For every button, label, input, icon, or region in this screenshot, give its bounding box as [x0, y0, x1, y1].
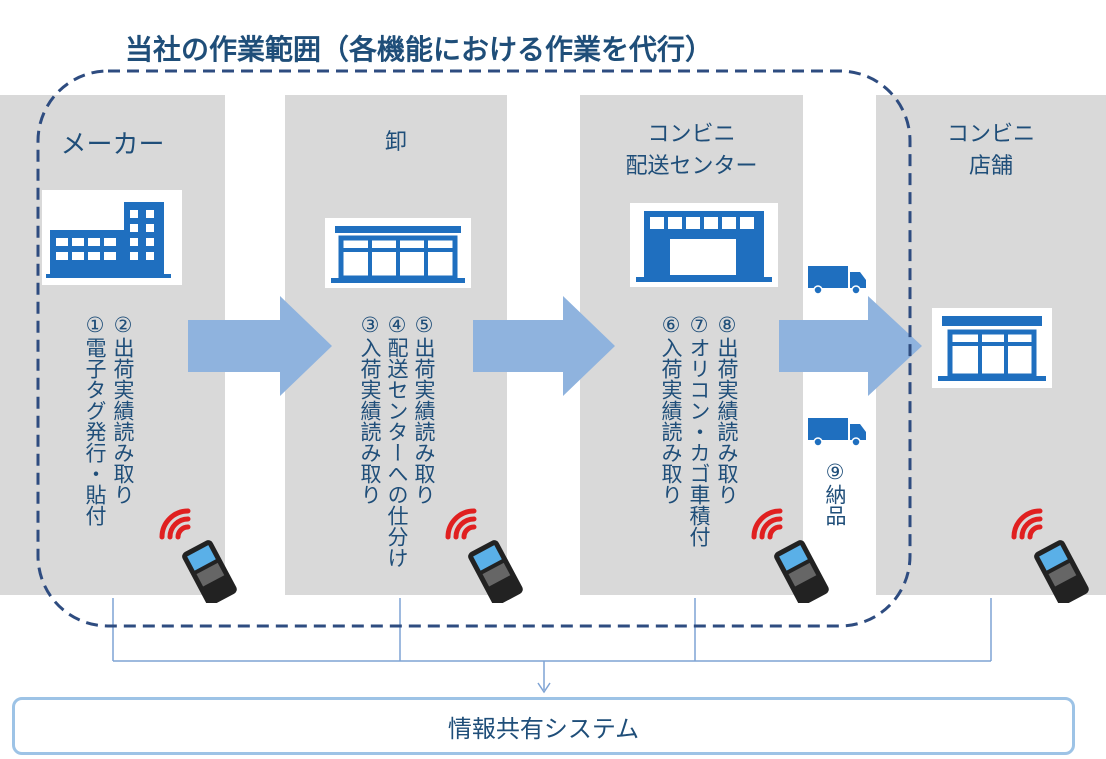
step-text: ⑧出荷実績読み取り: [715, 313, 739, 505]
step-text: ⑥入荷実績読み取り: [659, 313, 683, 505]
stage-title-maker: メーカー: [60, 130, 165, 160]
stage-title-dc-line2: 配送センター: [625, 154, 758, 179]
rfid-reader-icon: [434, 503, 534, 603]
rfid-reader-icon: [1000, 503, 1100, 603]
stage-title-store-line2: 店舗: [968, 154, 1013, 179]
step-text: ①電子タグ発行・貼付: [83, 313, 107, 526]
stage-panel-dc: [580, 95, 803, 595]
step-text: ④配送センターへの仕分け: [385, 313, 409, 568]
delivery-step-text: ⑨納品: [823, 460, 847, 526]
flow-arrow-1: [188, 296, 332, 396]
flow-arrow-2: [473, 296, 615, 396]
scope-boundary: [36, 69, 912, 628]
scope-title: 当社の作業範囲（各機能における作業を代行）: [125, 33, 714, 66]
info-sharing-system-box: 情報共有システム: [12, 697, 1075, 755]
step-text: ③入荷実績読み取り: [358, 313, 382, 505]
truck-icon: [806, 264, 868, 296]
step-text: ⑦オリコン・カゴ車積付: [687, 313, 711, 547]
connector-lines: [112, 598, 992, 694]
system-label: 情報共有システム: [447, 714, 640, 743]
flow-arrow-3: [779, 296, 922, 396]
step-text: ②出荷実績読み取り: [111, 313, 135, 505]
rfid-reader-icon: [740, 503, 840, 603]
step-text: ⑤出荷実績読み取り: [412, 313, 436, 505]
stage-title-dc-line1: コンビニ: [647, 122, 736, 147]
stage-title-wholesale: 卸: [384, 130, 407, 155]
truck-icon: [806, 416, 868, 448]
rfid-reader-icon: [148, 503, 248, 603]
factory-building-icon: [42, 190, 182, 285]
distribution-center-icon: [630, 203, 778, 287]
stage-title-store-line1: コンビニ: [946, 122, 1035, 147]
store-icon: [932, 308, 1052, 388]
warehouse-icon: [325, 218, 471, 288]
